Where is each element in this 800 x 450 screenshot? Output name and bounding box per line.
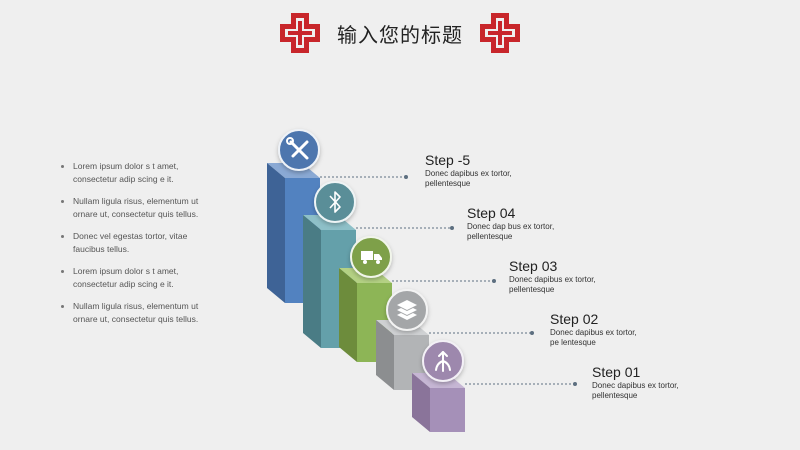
red-cross-icon: [480, 13, 520, 53]
layers-icon: [386, 289, 428, 331]
step-1-label: Step 01 Donec dapibus ex tortor, pellent…: [592, 364, 679, 400]
title-bar: 输入您的标题: [0, 10, 800, 56]
step-3-label: Step 03 Donec dapibus ex tortor, pellent…: [509, 258, 596, 294]
share-icon: [422, 340, 464, 382]
leader-lines: [320, 175, 577, 386]
bullet-item: Lorem ipsum dolor s t amet,consectetur a…: [60, 265, 250, 291]
step-1-block: [412, 373, 465, 432]
bluetooth-icon: [314, 181, 356, 223]
step-4-label: Step 04 Donec dap bus ex tortor, pellent…: [467, 205, 555, 241]
step-5-label: Step -5 Donec dapibus ex tortor, pellent…: [425, 152, 512, 188]
page-title: 输入您的标题: [337, 22, 463, 47]
tools-icon: [278, 129, 320, 171]
truck-icon: [350, 236, 392, 278]
red-cross-icon: [280, 13, 320, 53]
bullet-item: Lorem ipsum dolor s t amet,consectetur a…: [60, 160, 250, 186]
bullet-list: Lorem ipsum dolor s t amet,consectetur a…: [60, 160, 250, 335]
step-2-label: Step 02 Donec dapibus ex tortor, pe lent…: [550, 311, 637, 347]
step-5-block: [267, 163, 320, 303]
